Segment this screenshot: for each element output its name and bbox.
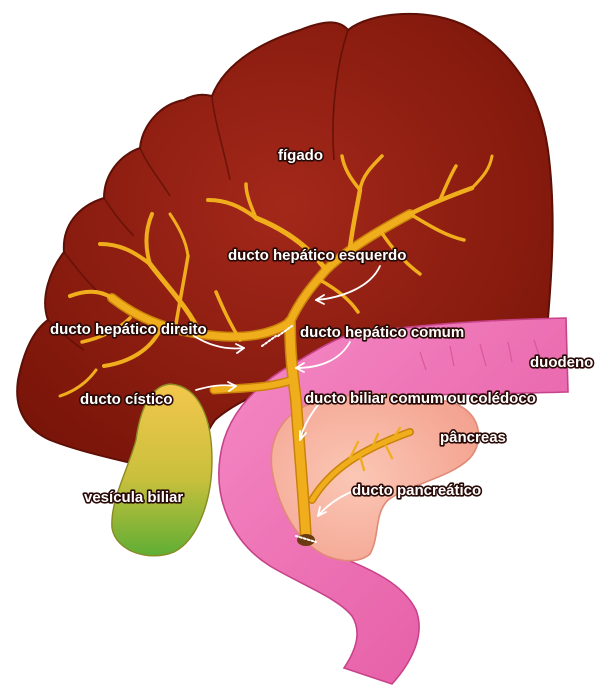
label-common-hepatic-duct: ducto hepático comum — [300, 324, 464, 341]
label-pancreatic-duct: ducto pancreático — [352, 482, 481, 499]
label-duodenum: duodeno — [530, 354, 593, 371]
label-pancreas: pâncreas — [440, 429, 506, 446]
label-gallbladder: vesícula biliar — [84, 489, 183, 506]
label-cystic-duct: ducto cístico — [80, 391, 173, 408]
label-liver: fígado — [278, 147, 323, 164]
label-common-bile-duct: ducto biliar comum ou colédoco — [305, 390, 536, 407]
label-right-hepatic-duct: ducto hepático direito — [50, 321, 207, 338]
label-left-hepatic-duct: ducto hepático esquerdo — [228, 247, 406, 264]
